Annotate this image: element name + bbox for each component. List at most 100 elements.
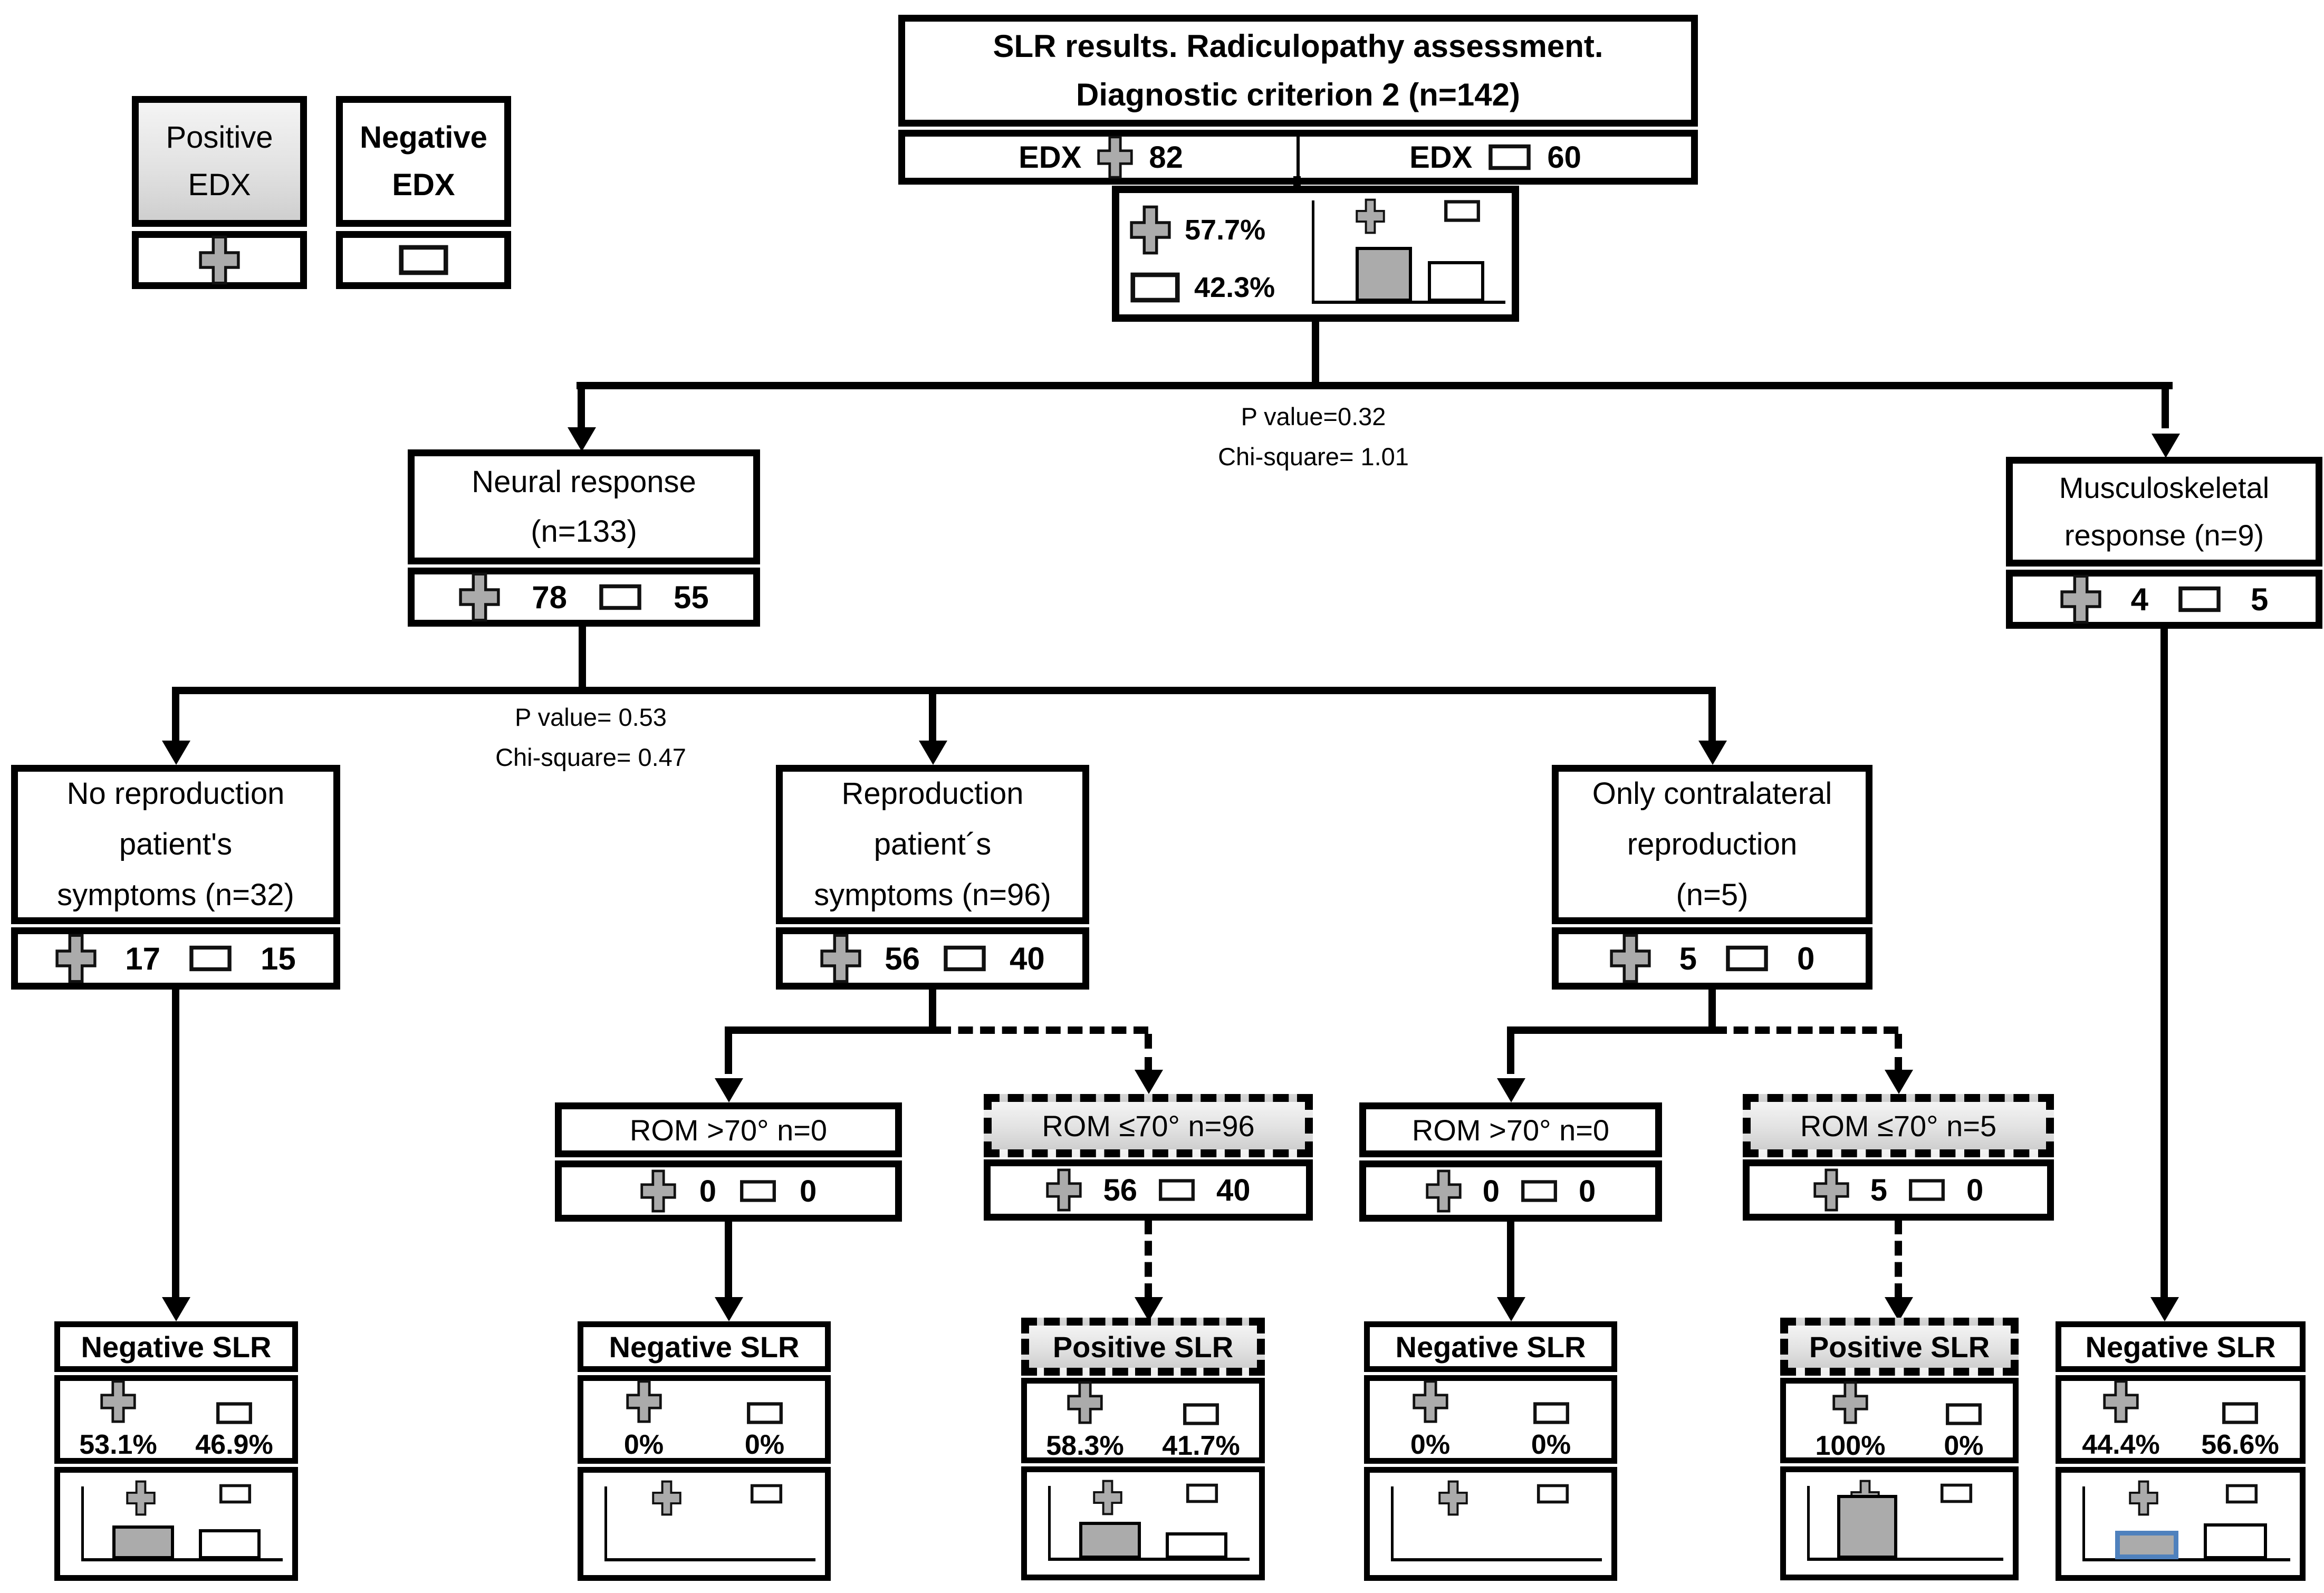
outcome4-title: Negative SLR — [1364, 1321, 1617, 1372]
arrowhead-neural — [568, 427, 596, 452]
chart-y-axis — [1807, 1486, 1810, 1561]
connector-to-repro — [929, 694, 936, 741]
outcome6-neg-pct: 56.6% — [2201, 1429, 2279, 1460]
norepro-neg-count: 15 — [261, 941, 296, 976]
connector-repro-down — [929, 990, 936, 1029]
rect-icon — [2225, 1484, 2258, 1504]
outcome1-neg-pct: 46.9% — [195, 1429, 273, 1460]
plus-icon — [100, 1380, 136, 1423]
connector-to-contra — [1708, 694, 1716, 741]
chart-y-axis — [2082, 1486, 2085, 1561]
outcome5-pos-pct: 100% — [1815, 1431, 1886, 1461]
outcome4-percentages: 0% 0% — [1364, 1375, 1617, 1464]
outcome2-pos-pct: 0% — [623, 1429, 664, 1460]
split2-p-value: P value= 0.53 — [515, 703, 667, 731]
arrowhead-romle-right — [1885, 1070, 1913, 1094]
arrowhead-romgt-left — [715, 1078, 743, 1102]
chart-x-axis — [1391, 1558, 1602, 1561]
arrowhead-outcome-6 — [2150, 1297, 2179, 1321]
connector-to-romle-right-dashed — [1895, 1034, 1902, 1072]
arrowhead-outcome-2 — [715, 1297, 743, 1321]
contra-counts: 5 0 — [1552, 927, 1872, 990]
plus-icon — [626, 1380, 662, 1423]
rect-icon — [1941, 1483, 1973, 1503]
connector-romgtright-outcome — [1507, 1222, 1514, 1298]
connector-contra-down — [1708, 990, 1716, 1029]
connector-repro-right-dashed — [936, 1026, 1148, 1034]
split1-p-value: P value=0.32 — [1241, 402, 1386, 430]
outcome3-neg-pct: 41.7% — [1162, 1431, 1240, 1461]
legend-negative-line2: EDX — [392, 168, 455, 202]
outcome5-pos-bar — [1837, 1495, 1897, 1559]
romle-right-pos: 5 — [1870, 1173, 1887, 1207]
outcome3-chart — [1021, 1466, 1265, 1580]
romle-right-neg: 0 — [1966, 1173, 1984, 1207]
outcome3-pos-bar — [1079, 1521, 1141, 1559]
node-rom-le70-right: ROM ≤70° n=5 5 0 — [1743, 1094, 2054, 1221]
outcome-negative-slr-2: Negative SLR 0% 0% — [578, 1321, 831, 1581]
plus-icon — [459, 572, 500, 622]
legend-positive-edx: Positive EDX — [132, 96, 307, 289]
neural-title-line2: (n=133) — [531, 514, 637, 549]
norepro-title: No reproduction patient's symptoms (n=32… — [11, 765, 340, 924]
arrowhead-romle-left — [1135, 1070, 1163, 1094]
plus-icon — [1356, 198, 1385, 234]
root-edx-neg-label: EDX — [1409, 140, 1473, 175]
repro-title: Reproduction patient´s symptoms (n=96) — [776, 765, 1089, 924]
legend-negative-line1: Negative — [360, 120, 487, 155]
contra-pos-count: 5 — [1679, 941, 1697, 976]
rect-icon — [740, 1180, 776, 1202]
outcome3-percentages: 58.3% 41.7% — [1021, 1378, 1265, 1463]
root-chart-negative-bar — [1428, 261, 1485, 302]
outcome4-pos-pct: 0% — [1410, 1429, 1451, 1460]
outcome6-pos-col: 44.4% — [2082, 1378, 2160, 1461]
outcome6-title-text: Negative SLR — [2085, 1330, 2276, 1364]
legend-negative-edx: Negative EDX — [336, 96, 511, 289]
split2-stats: P value= 0.53 Chi-square= 0.47 — [419, 697, 762, 778]
plus-icon — [126, 1480, 156, 1516]
arrowhead-contra — [1698, 741, 1727, 765]
norepro-pos-count: 17 — [125, 941, 160, 976]
outcome3-neg-bar — [1166, 1532, 1227, 1559]
romle-left-title-text: ROM ≤70° n=96 — [1042, 1109, 1255, 1143]
legend-positive-title: Positive EDX — [132, 96, 307, 227]
plus-icon — [1412, 1380, 1448, 1423]
plus-icon — [1813, 1168, 1849, 1212]
rect-icon — [1521, 1180, 1557, 1202]
arrowhead-romgt-right — [1497, 1078, 1525, 1102]
plus-icon — [820, 934, 861, 983]
outcome2-pos-col: 0% — [624, 1378, 664, 1461]
romgt-right-pos: 0 — [1482, 1174, 1500, 1208]
outcome5-neg-pct: 0% — [1944, 1431, 1984, 1461]
root-title-line2: Diagnostic criterion 2 (n=142) — [1076, 77, 1520, 112]
root-neg-pct-row: 42.3% — [1130, 271, 1308, 304]
connector-romleright-outcome-dashed — [1895, 1220, 1902, 1298]
neural-title-line1: Neural response — [472, 465, 696, 499]
outcome-positive-slr-1: Positive SLR 58.3% 41.7% — [1021, 1318, 1265, 1580]
connector-root-down — [1312, 321, 1319, 384]
root-neg-pct: 42.3% — [1194, 272, 1275, 303]
root-stats-box: 57.7% 42.3% — [1112, 186, 1519, 322]
connector-to-romgt-left — [725, 1034, 732, 1074]
rect-icon — [599, 584, 641, 610]
rect-icon — [1946, 1403, 1982, 1425]
chart-y-axis — [81, 1486, 84, 1561]
chart-x-axis — [1807, 1558, 2003, 1561]
romgt-left-title-text: ROM >70° n=0 — [629, 1113, 828, 1147]
rect-icon — [750, 1484, 782, 1504]
outcome2-neg-pct: 0% — [744, 1429, 785, 1460]
arrowhead-musculo — [2152, 434, 2180, 458]
rect-icon — [1488, 144, 1531, 170]
repro-line1: Reproduction — [841, 776, 1024, 811]
outcome2-neg-col: 0% — [745, 1402, 784, 1461]
positive-edx-plus-icon — [199, 235, 240, 285]
node-only-contralateral: Only contralateral reproduction (n=5) 5 … — [1552, 765, 1872, 990]
root-edx-positive-cell: EDX 82 — [905, 134, 1297, 180]
outcome1-title: Negative SLR — [54, 1321, 298, 1372]
connector-romgtleft-outcome — [725, 1222, 732, 1298]
romgt-left-counts: 0 0 — [555, 1160, 902, 1222]
repro-pos-count: 56 — [885, 941, 920, 976]
legend-positive-line2: EDX — [188, 168, 251, 202]
outcome1-neg-col: 46.9% — [195, 1402, 273, 1461]
